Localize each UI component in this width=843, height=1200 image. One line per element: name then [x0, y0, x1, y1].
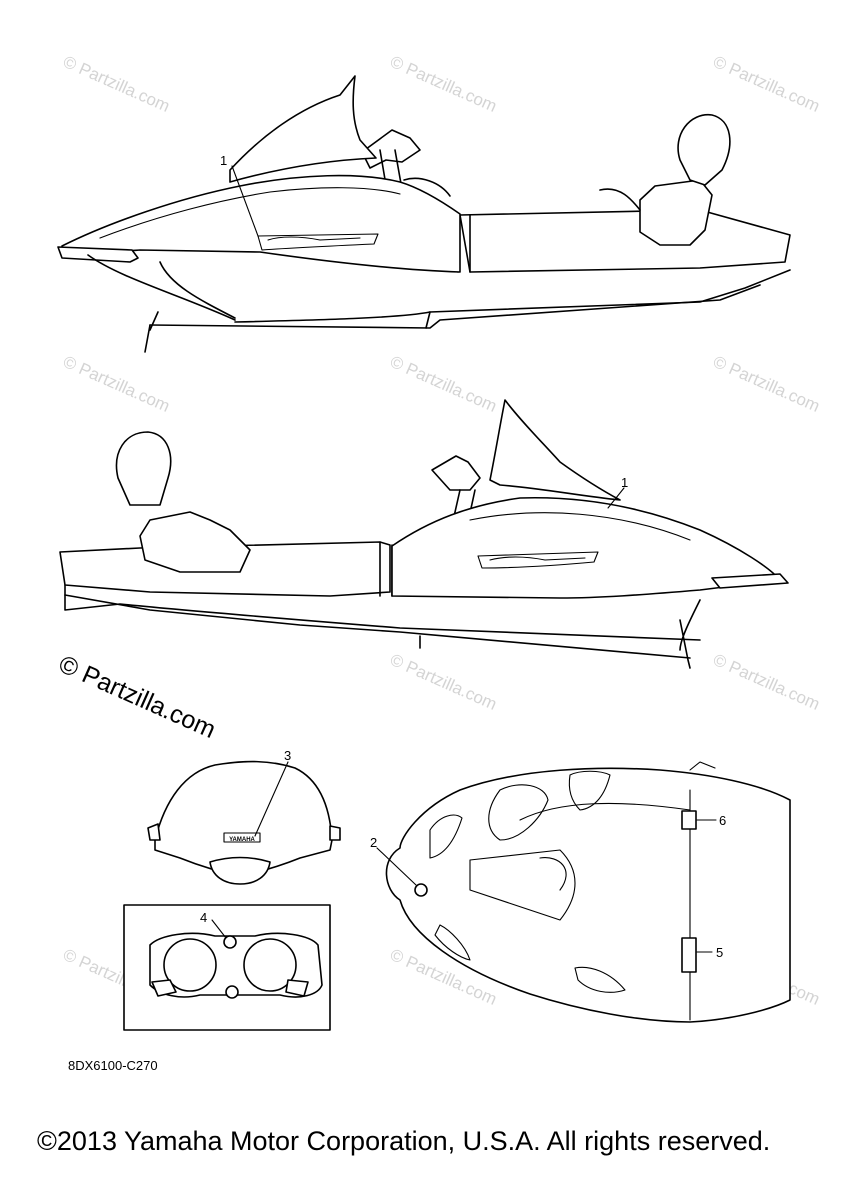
meter-panel: 4: [123, 904, 331, 1031]
callout-4: 4: [200, 910, 207, 925]
hood-top-view: 2 6 5: [370, 761, 791, 1023]
callout-5: 5: [716, 945, 723, 960]
callout-3: 3: [284, 748, 291, 763]
windshield-front-view: YAMAHA 3: [147, 748, 341, 885]
callout-1-top: 1: [220, 153, 227, 168]
callout-6: 6: [719, 813, 726, 828]
snowmobile-left-side-view: 1: [57, 75, 791, 353]
callout-1-bottom: 1: [621, 475, 628, 490]
diagram-code: 8DX6100-C270: [68, 1058, 158, 1073]
decal-yamaha-text: YAMAHA: [229, 837, 255, 843]
copyright-notice: ©2013 Yamaha Motor Corporation, U.S.A. A…: [37, 1126, 771, 1156]
callout-2: 2: [370, 835, 377, 850]
snowmobile-right-side-view: 1: [59, 399, 789, 669]
